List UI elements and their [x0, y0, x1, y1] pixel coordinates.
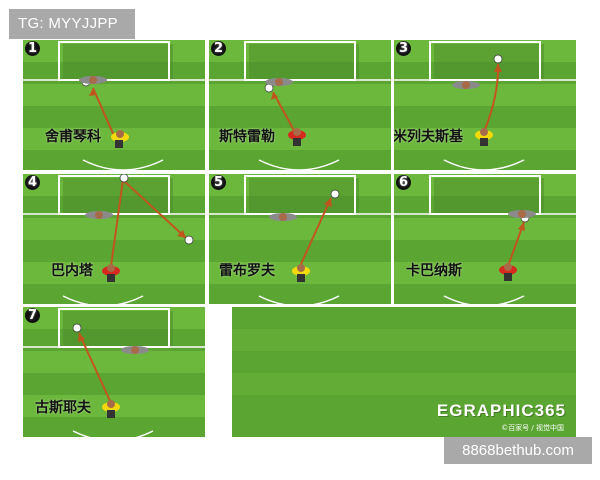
logo-area: EGRAPHIC365 ©百家号 / 视觉中国: [232, 307, 576, 437]
panel-7-pitch: [23, 307, 205, 437]
panel-number: 7: [25, 308, 40, 323]
panel-5-pitch: [209, 174, 391, 304]
panel-6-pitch: [394, 174, 576, 304]
panel-6: 6 卡巴纳斯: [394, 174, 576, 304]
panel-2-pitch: [209, 40, 391, 170]
logo-area-background: [232, 307, 576, 437]
panel-4-pitch: [23, 174, 205, 304]
panel-3: 3 米列夫斯基: [394, 40, 576, 170]
player-name-label: 雷布罗夫: [219, 263, 275, 279]
panel-1-pitch: [23, 40, 205, 170]
panel-5: 5 雷布罗夫: [209, 174, 391, 304]
brand-logo-subtitle: ©百家号 / 视觉中国: [501, 424, 564, 432]
brand-logo-text: EGRAPHIC365: [436, 401, 566, 420]
panel-number: 6: [396, 175, 411, 190]
watermark-bottom: 8868bethub.com: [444, 437, 592, 464]
panel-4: 4 巴内塔: [23, 174, 205, 304]
player-name-label: 米列夫斯基: [394, 129, 463, 145]
watermark-top: TG: MYYJJPP: [9, 9, 135, 39]
penalty-diagram-board: 1 舍甫琴科 2 斯特雷勒: [23, 40, 576, 437]
panel-2: 2 斯特雷勒: [209, 40, 391, 170]
player-name-label: 舍甫琴科: [45, 129, 101, 145]
panel-number: 2: [211, 41, 226, 56]
panel-3-pitch: [394, 40, 576, 170]
panel-7: 7 古斯耶夫: [23, 307, 205, 437]
player-name-label: 古斯耶夫: [35, 400, 91, 416]
panel-1: 1 舍甫琴科: [23, 40, 205, 170]
panel-number: 5: [211, 175, 226, 190]
panel-number: 4: [25, 175, 40, 190]
player-name-label: 卡巴纳斯: [406, 263, 462, 279]
panel-number: 1: [25, 41, 40, 56]
player-name-label: 斯特雷勒: [219, 129, 275, 145]
panel-number: 3: [396, 41, 411, 56]
player-name-label: 巴内塔: [51, 263, 93, 279]
